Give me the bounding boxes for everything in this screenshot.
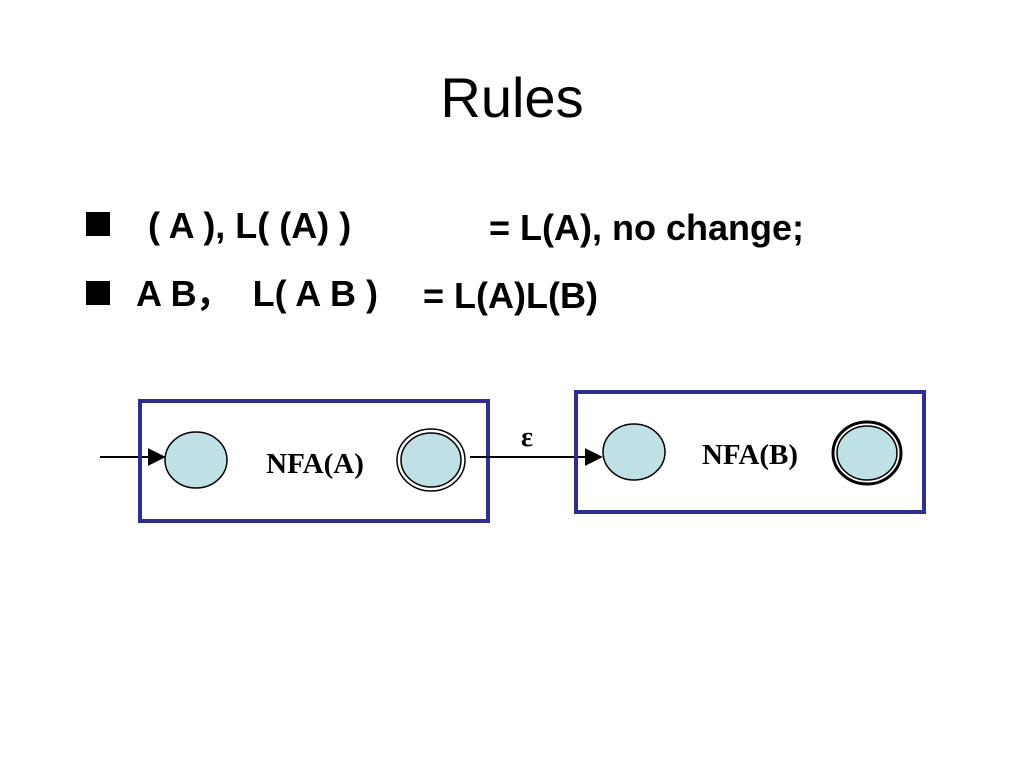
nfa-b-box (574, 390, 926, 514)
nfa-b-accept-state-outer (831, 420, 903, 486)
bullet-1-right-text: = L(A), no change; (489, 207, 804, 248)
nfa-b-label: NFA(B) (702, 439, 798, 471)
bullet-marker-1 (86, 212, 110, 236)
nfa-a-start-state (164, 431, 228, 489)
nfa-a-box (138, 399, 490, 523)
nfa-a-accept-state-inner (400, 432, 462, 488)
epsilon-label: ε (521, 422, 533, 453)
slide-title: Rules (440, 66, 584, 129)
bullet-marker-2 (86, 281, 110, 305)
nfa-b-accept-state-inner (836, 425, 898, 481)
nfa-a-accept-state-outer (396, 428, 466, 492)
bullet-1-left-text: ( A ), L( (A) ) (148, 205, 352, 246)
nfa-b-start-state (602, 423, 666, 481)
nfa-a-label: NFA(A) (266, 448, 364, 480)
bullet-2-left-text: A B， L( A B ) (136, 273, 378, 314)
bullet-2-right-text: = L(A)L(B) (423, 275, 598, 316)
